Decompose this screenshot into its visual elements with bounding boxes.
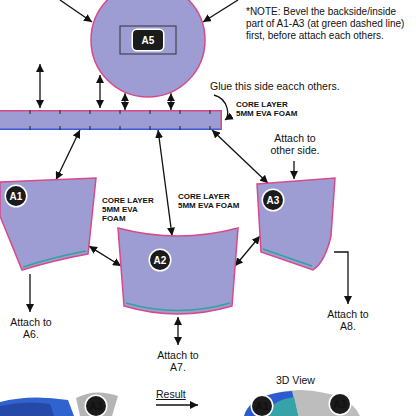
circle-piece: A5 [90, 0, 206, 98]
leader-line [334, 252, 348, 304]
connector-arrow [56, 130, 80, 180]
material-label: CORE LAYER 5MM EVA FOAM [236, 100, 306, 118]
view-part [0, 397, 74, 416]
view-part [244, 390, 360, 416]
leader-line [99, 75, 100, 108]
instruction-label: Attach to A7. [157, 349, 199, 373]
part-number: A2 [150, 250, 170, 270]
part-number: A1 [6, 186, 26, 206]
leader-line [60, 0, 92, 22]
part-number: A3 [86, 396, 106, 416]
part-number: A3 [330, 394, 350, 414]
leader-line [29, 274, 30, 312]
leader-line [293, 161, 294, 179]
connector-arrow [158, 130, 172, 236]
note-text: *NOTE: Bevel the backside/inside part of… [246, 6, 412, 42]
leader-line [203, 0, 238, 22]
view-part [244, 391, 298, 416]
material-label: CORE LAYER 5MM EVA FOAM [178, 192, 242, 210]
part-number: A1 [252, 396, 272, 416]
part-number: A5 [133, 30, 163, 50]
wedge-piece-outline [116, 226, 240, 316]
view-part [76, 392, 118, 416]
wedge-piece: A1CORE LAYER 5MM EVA FOAM [0, 176, 100, 272]
strip-piece-outline [0, 110, 222, 130]
result-label: Result [156, 388, 186, 400]
instruction-label: Attach to other side. [262, 132, 328, 156]
view-part [0, 402, 54, 416]
wedge-piece: A2CORE LAYER 5MM EVA FOAM [116, 226, 240, 316]
result-arrow [156, 404, 198, 405]
leader-line [177, 317, 178, 345]
view-label: 3D View [276, 374, 315, 386]
wedge-piece: A3 [255, 176, 337, 272]
leader-line [39, 64, 40, 108]
connector-arrow [170, 93, 171, 110]
instruction-label: Attach to A6. [10, 316, 52, 340]
material-label: CORE LAYER 5MM EVA FOAM [102, 196, 154, 223]
part-number: A3 [263, 190, 283, 210]
instruction-label: Attach to A8. [327, 308, 369, 332]
instruction-label: Glue this side eacch others. [210, 80, 340, 92]
connector-arrow [89, 246, 121, 266]
connector-arrow [124, 93, 125, 110]
connector-arrow [212, 130, 268, 183]
connector-arrow [235, 236, 260, 266]
strip-piece: CORE LAYER 5MM EVA FOAM [0, 110, 222, 130]
